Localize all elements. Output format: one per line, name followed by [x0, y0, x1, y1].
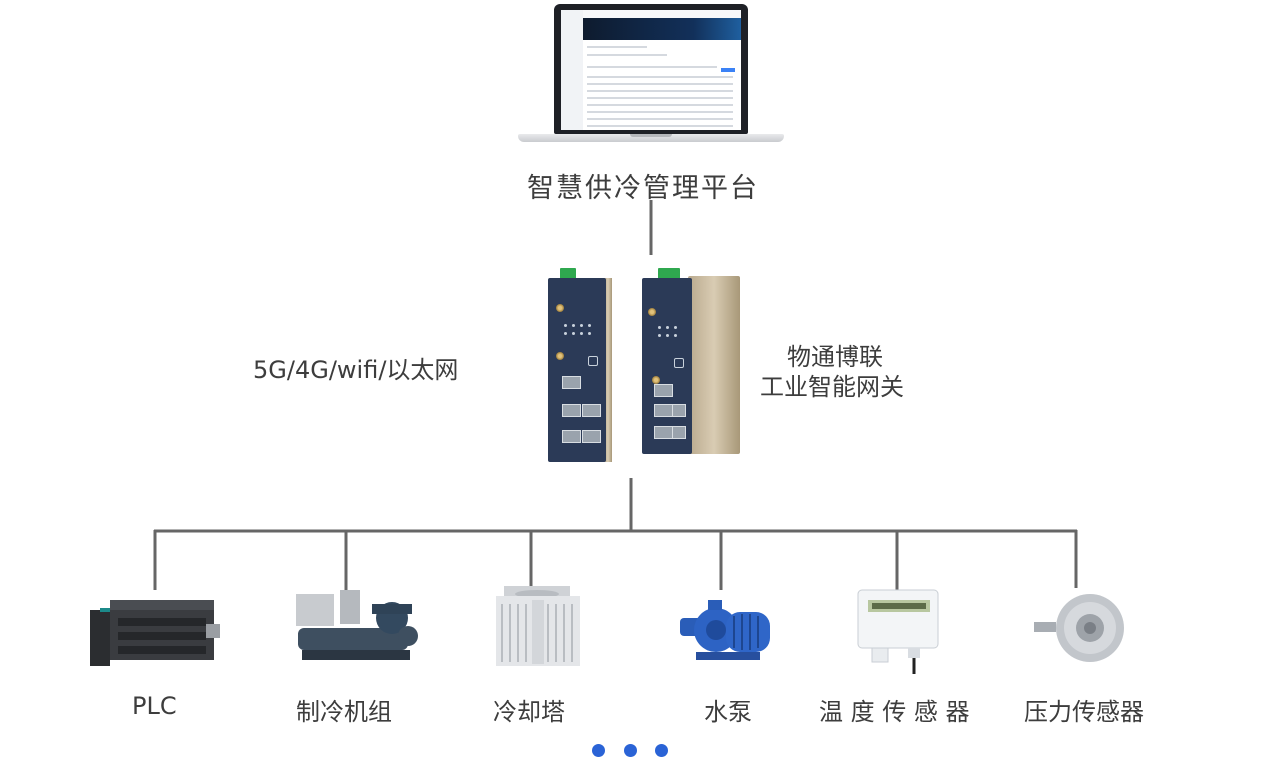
chiller-unit-icon — [296, 590, 418, 660]
water-pump-icon — [680, 600, 770, 660]
gateway-device-front — [548, 268, 612, 462]
laptop-lid — [554, 4, 748, 134]
platform-label: 智慧供冷管理平台 — [527, 173, 759, 204]
cooling-tower-icon — [496, 586, 580, 666]
ellipsis-dot — [624, 744, 637, 757]
device-label-plc: PLC — [132, 692, 177, 720]
gateway-brand-label: 物通博联 — [787, 343, 883, 371]
device-label-temperature-sensor: 温 度 传 感 器 — [819, 698, 970, 726]
gateway-type-label: 工业智能网关 — [760, 373, 904, 401]
device-label-chiller: 制冷机组 — [296, 698, 392, 726]
gateway-device-side — [640, 264, 740, 454]
ellipsis-dot — [655, 744, 668, 757]
device-label-cooling-tower: 冷却塔 — [493, 698, 565, 726]
temperature-sensor-icon — [857, 589, 939, 674]
device-label-water-pump: 水泵 — [704, 698, 752, 726]
plc-icon — [90, 600, 220, 666]
ellipsis-dot — [592, 744, 605, 757]
laptop-platform-image — [518, 4, 784, 150]
device-label-pressure-sensor: 压力传感器 — [1024, 698, 1144, 726]
pressure-sensor-icon — [1034, 594, 1124, 662]
laptop-screen — [561, 10, 741, 130]
connectivity-label: 5G/4G/wifi/以太网 — [253, 356, 459, 384]
